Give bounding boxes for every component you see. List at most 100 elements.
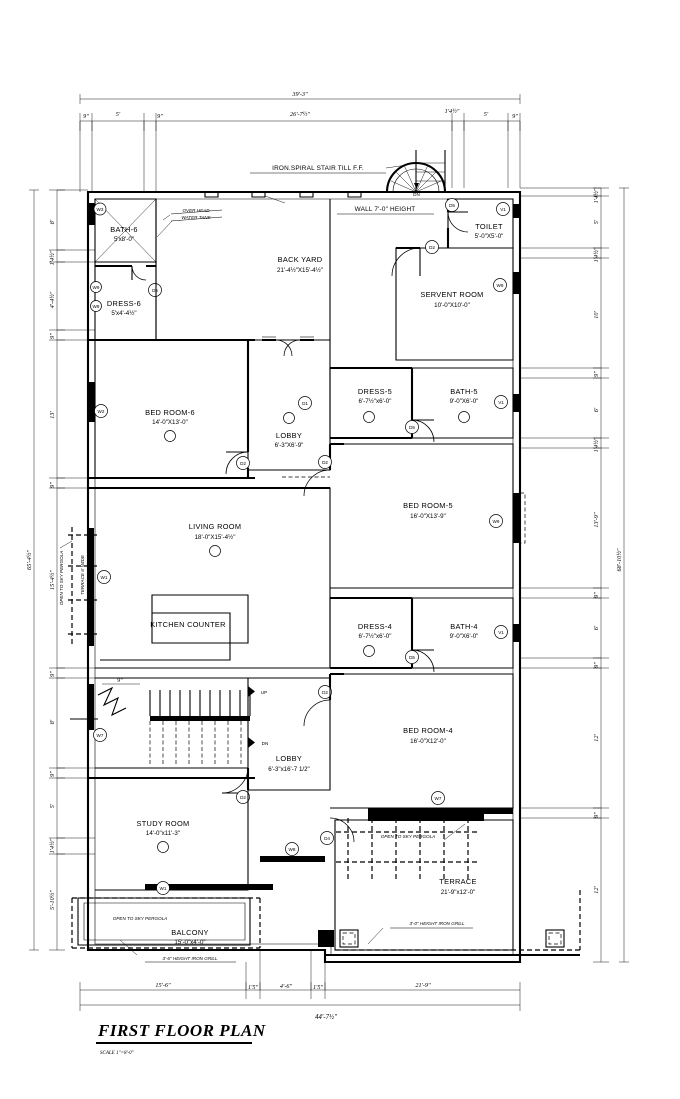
bed-room-5: D2 BED ROOM-5 16'-0"X13'-9" W9 bbox=[303, 442, 526, 589]
dim-right-12: 12' bbox=[593, 734, 600, 742]
dim-left-5: 13' bbox=[49, 411, 56, 419]
dim-right-5: 9" bbox=[593, 371, 600, 377]
terrace-name: TERRACE bbox=[439, 877, 476, 886]
stair-width-dim: 9" bbox=[117, 677, 123, 684]
dim-right-2: 5' bbox=[593, 219, 600, 224]
door-tag-d5-bath4: D5 bbox=[409, 655, 415, 660]
dim-top-4: 26'-7½" bbox=[290, 111, 310, 118]
servent-room-size: 10'-0"X10'-0" bbox=[434, 302, 470, 309]
study-room-name: STUDY ROOM bbox=[137, 819, 190, 828]
dim-right-3: 1'4½" bbox=[593, 247, 600, 262]
bed-room-4: D2 BED ROOM-4 16'-0"X12'-0" W7 bbox=[303, 672, 514, 814]
dim-top-7: 9" bbox=[512, 113, 518, 120]
door-tag-d2-bed6: D2 bbox=[240, 461, 246, 466]
back-yard-size: 21'-4½"X15'-4½" bbox=[277, 267, 323, 274]
bed-room-6-name: BED ROOM-6 bbox=[145, 408, 195, 417]
dress-4-size: 6'-7½"x6'-0" bbox=[359, 633, 392, 640]
window-tag-w3: W3 bbox=[97, 207, 104, 212]
fixture-tag-dress6-a: W9 bbox=[93, 285, 100, 290]
stair-dn-label: DN bbox=[262, 741, 269, 746]
dim-top-1: 9" bbox=[83, 113, 89, 120]
bath-6-size: 5'x8'-0" bbox=[114, 236, 134, 243]
bath-4-name: BATH-4 bbox=[450, 622, 478, 631]
dim-left-10: 9" bbox=[49, 771, 56, 777]
dress-5-size: 6'-7½"x6'-0" bbox=[359, 398, 392, 405]
iron-spiral-stair-label: IRON.SPIRAL STAIR TILL F.F. bbox=[272, 165, 364, 172]
study-room-size: 14'-0"x11'-3" bbox=[146, 830, 180, 837]
dim-left-3: 4'-4½" bbox=[49, 291, 56, 308]
stair-up-label: UP bbox=[261, 690, 267, 695]
bed-room-6-size: 14'-0"X13'-0" bbox=[152, 419, 188, 426]
servent-room: D2 W9 SERVENT ROOM 10'-0"X10'-0" bbox=[391, 240, 520, 361]
living-room-size: 18'-0"X15'-4½" bbox=[195, 534, 236, 541]
dim-right-11: 9" bbox=[593, 662, 600, 668]
door-tag-d4-terrace: D4 bbox=[324, 836, 330, 841]
terrace-size: 21'-9"x12'-0" bbox=[441, 889, 476, 896]
back-yard-name: BACK YARD bbox=[278, 255, 323, 264]
water-tank-line1: OVER HEAD bbox=[182, 208, 210, 213]
living-room-name: LIVING ROOM bbox=[189, 522, 242, 531]
bath-4-size: 9'-0"X6'-0" bbox=[450, 633, 479, 640]
door-tag-d5-bath5: D5 bbox=[409, 425, 415, 430]
wall-height-note: WALL 7'-0" HEIGHT bbox=[264, 195, 434, 215]
window-tag-w1-study: W1 bbox=[160, 886, 167, 891]
wall-height-label: WALL 7'-0" HEIGHT bbox=[355, 206, 416, 213]
dim-left-9: 8' bbox=[49, 719, 56, 724]
study-room: STUDY ROOM 14'-0"x11'-3" W1 W8 D4 bbox=[88, 776, 355, 895]
bath-4-room: D5 BATH-4 9'-0"X6'-0" V1 bbox=[405, 597, 520, 673]
kitchen-counter-label: KITCHEN COUNTER bbox=[150, 620, 226, 629]
bath-5-room: D5 BATH-5 9'-0"X6'-0" V1 bbox=[405, 367, 520, 443]
door-tag-d2-bed4: D2 bbox=[322, 690, 328, 695]
toilet-size: 5'-0"X5'-0" bbox=[475, 233, 504, 240]
lobby-upper-size: 6'-3"X6'-9" bbox=[275, 442, 304, 449]
door-tag-d2-bed5: D2 bbox=[322, 460, 328, 465]
lobby-upper-name: LOBBY bbox=[276, 431, 302, 440]
iron-grill-terrace-label: 3'-0" HEIGHT IRON GRILL bbox=[409, 921, 465, 926]
dim-bottom-3: 4'-6" bbox=[280, 983, 293, 990]
window-tag-w7-stair: W7 bbox=[97, 733, 104, 738]
window-tag-w1-living: W1 bbox=[101, 575, 108, 580]
dim-right-4: 10' bbox=[593, 311, 600, 319]
dim-left-2: 1'4½" bbox=[49, 250, 56, 265]
top-extension-lines bbox=[79, 121, 521, 192]
door-tag-d2-study: D2 bbox=[240, 795, 246, 800]
drawing-title: FIRST FLOOR PLAN bbox=[97, 1021, 266, 1040]
window-tag-w8-lobby: W8 bbox=[289, 847, 296, 852]
dim-top-overall: 39'-3" bbox=[291, 91, 308, 98]
dress-6-size: 5'x4'-4½" bbox=[111, 310, 136, 317]
bed-room-4-size: 16'-0"X12'-0" bbox=[410, 738, 446, 745]
door-tag-d5-toilet: D5 bbox=[449, 203, 455, 208]
dim-left-13: 5'-10½" bbox=[49, 890, 56, 910]
vent-tag-v1-toilet: V1 bbox=[500, 207, 506, 212]
bed-room-5-size: 16'-0"X13'-9" bbox=[410, 513, 446, 520]
dim-left-6: 9" bbox=[49, 482, 56, 488]
dim-left-4: 9" bbox=[49, 333, 56, 339]
bath-5-name: BATH-5 bbox=[450, 387, 478, 396]
bed-room-6: W2 BED ROOM-6 14'-0"X13'-0" D2 bbox=[88, 338, 255, 480]
dim-top-6: 5' bbox=[484, 111, 489, 118]
dim-right-overall: 68'-10½" bbox=[616, 548, 623, 571]
dim-left-overall: 65'-4½" bbox=[26, 550, 33, 570]
dim-top-5: 1'4½" bbox=[445, 108, 460, 115]
dim-left-1: 8' bbox=[49, 219, 56, 224]
dim-bottom-4: 1'5" bbox=[313, 984, 324, 991]
lobby-lower-area: LOBBY 6'-3"x16'-7 1/2" D2 bbox=[221, 677, 331, 804]
dim-top-3: 9" bbox=[157, 113, 163, 120]
dim-left-11: 5' bbox=[49, 803, 56, 808]
dim-bottom-overall: 44'-7½" bbox=[315, 1014, 337, 1021]
dress-4-name: DRESS-4 bbox=[358, 622, 392, 631]
dim-bottom-5: 21'-9" bbox=[415, 982, 431, 989]
spiral-dn-label: DN bbox=[413, 192, 420, 197]
dim-right-13: 9" bbox=[593, 812, 600, 818]
bed-room-5-name: BED ROOM-5 bbox=[403, 501, 453, 510]
toilet-name: TOILET bbox=[475, 222, 503, 231]
terrace-6-wide-label: TERRACE 6' WIDE bbox=[80, 554, 85, 595]
fixture-tag-dress6-b: W9 bbox=[93, 304, 100, 309]
living-room: LIVING ROOM 18'-0"X15'-4½" KITCHEN COUNT… bbox=[88, 486, 331, 669]
drawing-scale: SCALE 1"=8'-0" bbox=[100, 1051, 135, 1056]
door-tag-d5-dress6: D5 bbox=[152, 288, 158, 293]
title-block: FIRST FLOOR PLAN SCALE 1"=8'-0" bbox=[96, 1021, 266, 1056]
staircase: W7 UP DN 9" bbox=[70, 677, 269, 769]
